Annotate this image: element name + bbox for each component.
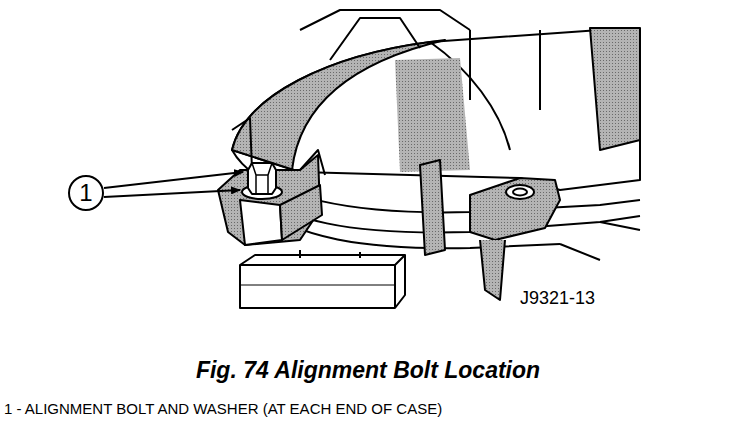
callout-circle: 1: [68, 175, 104, 211]
legend-text: 1 - ALIGNMENT BOLT AND WASHER (AT EACH E…: [4, 400, 442, 417]
figure-id: J9321-13: [520, 288, 595, 309]
case-body: [218, 10, 640, 308]
leader-arrows: [104, 172, 243, 197]
callout-number: 1: [79, 181, 92, 205]
figure-caption: Fig. 74 Alignment Bolt Location: [196, 357, 540, 384]
